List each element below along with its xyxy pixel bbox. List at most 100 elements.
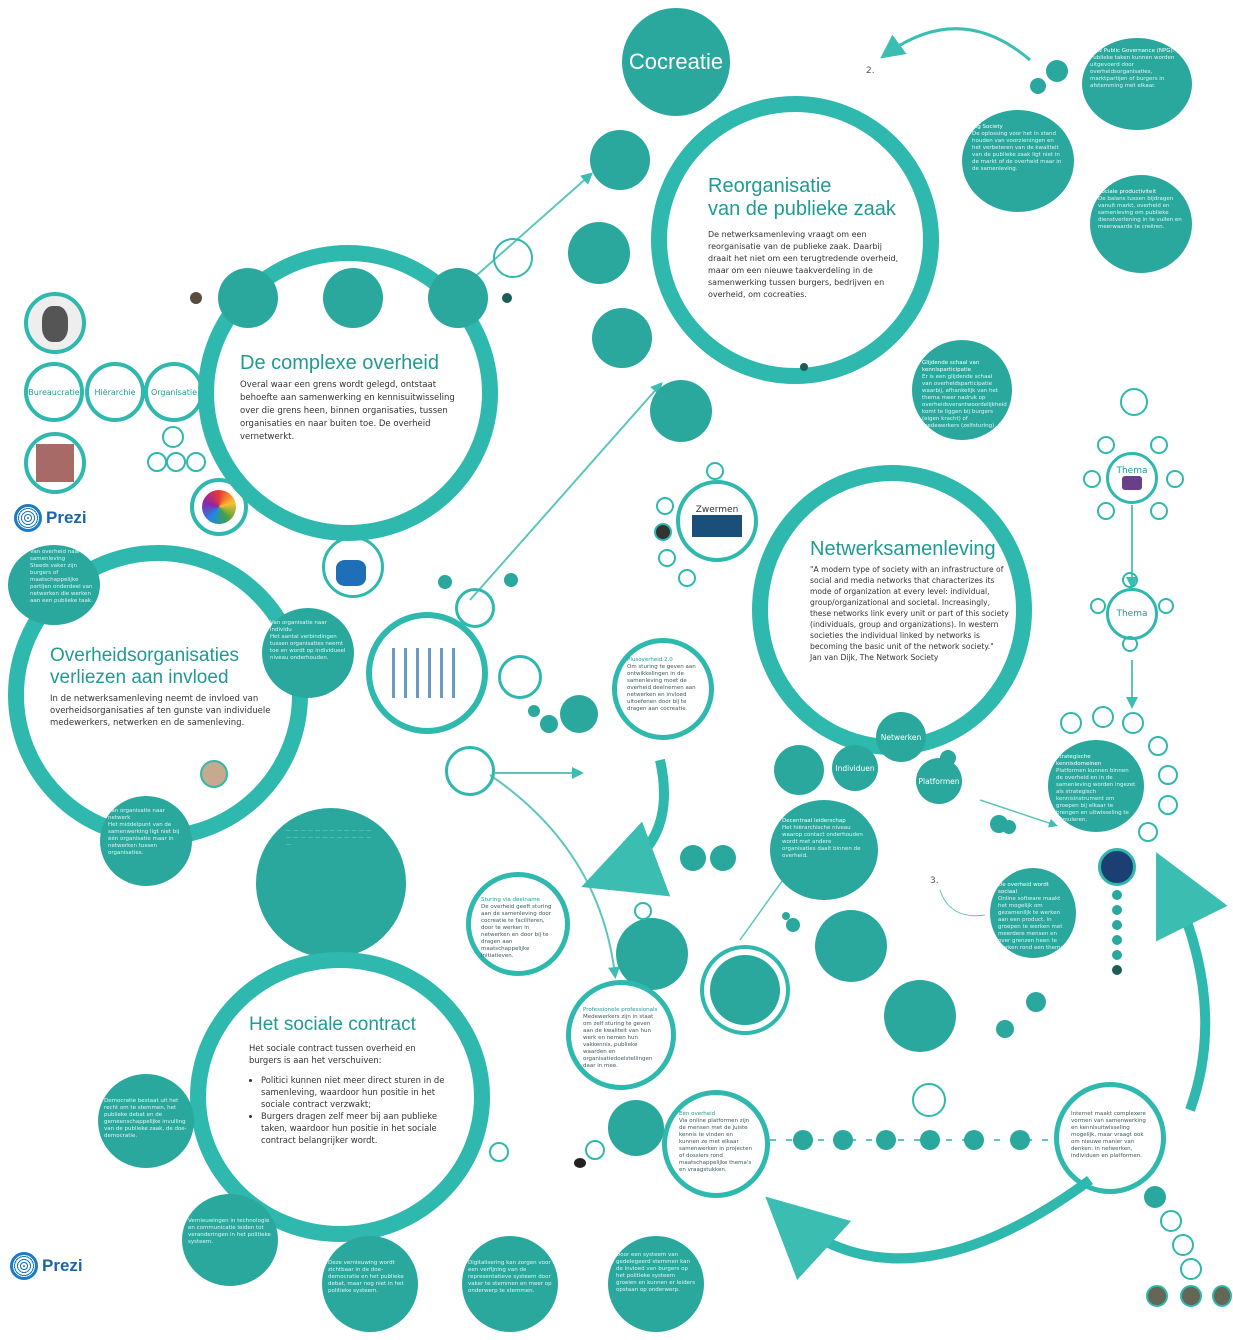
small-ring[interactable] [162,426,184,448]
small-node[interactable] [782,912,790,920]
portrait-circle[interactable] [24,292,86,354]
avatar[interactable] [1146,1285,1168,1307]
organisatie-circle[interactable]: Organisatie [144,362,204,422]
small-node[interactable] [710,845,736,871]
internet-circle[interactable]: Internet maakt complexere vormen van sam… [1054,1082,1166,1194]
small-ring[interactable] [1172,1234,1194,1256]
small-node[interactable] [1026,992,1046,1012]
small-ring[interactable] [1122,712,1144,734]
small-ring[interactable] [1148,736,1168,756]
small-node[interactable] [540,715,558,733]
zwermen-circle[interactable]: Zwermen [676,480,758,562]
small-node[interactable] [786,918,800,932]
small-ring[interactable] [498,655,542,699]
avatar[interactable] [1180,1285,1202,1307]
individuen-bubble[interactable]: Individuen [832,745,878,791]
thema-circle-top[interactable]: Thema [1106,452,1158,504]
dark-icon-circle[interactable] [1098,848,1136,886]
person-photo-circle[interactable] [200,760,228,788]
small-ring[interactable] [493,238,533,278]
small-node[interactable] [1112,890,1122,900]
reorganisatie-dot[interactable] [800,363,808,371]
small-ring[interactable] [489,1142,509,1162]
small-ring[interactable] [1180,1258,1202,1280]
node-disc[interactable] [815,910,887,982]
prezi-logo-top[interactable]: Prezi [14,504,87,532]
node-disc[interactable] [1144,1186,1166,1208]
strategische-bubble[interactable]: Strategische kennisdomeinen Platformen k… [1048,740,1144,832]
row-node[interactable] [964,1130,984,1150]
small-node[interactable] [574,1158,586,1168]
node-disc[interactable] [590,130,650,190]
small-node[interactable] [1002,820,1016,834]
node-disc[interactable] [560,695,598,733]
row-node[interactable] [793,1130,813,1150]
small-node[interactable] [1112,905,1122,915]
zichtbaar-bubble[interactable]: Deze vernieuwing wordt zichtbaar in de d… [322,1236,418,1332]
small-ring[interactable] [1090,598,1106,614]
small-node[interactable] [680,845,706,871]
small-ring[interactable] [634,902,652,920]
small-ring[interactable] [1097,502,1115,520]
node-disc[interactable] [323,268,383,328]
row-node[interactable] [833,1130,853,1150]
npg-bubble[interactable]: New Public Governance (NPG): Publieke ta… [1082,38,1192,130]
gedelegeerd-bubble[interactable]: Door een systeem van gedelegeerd stemmen… [608,1236,704,1332]
plusoverheid-circle[interactable]: Plusoverheid 2.0 Om sturing te geven aan… [612,638,714,740]
cocreatie-bubble[interactable]: Cocreatie [622,8,730,116]
van-overheid-bubble[interactable]: Van overheid naar samenleving Steeds vak… [8,545,100,625]
small-node[interactable] [1112,950,1122,960]
node-disc[interactable] [428,268,488,328]
node-disc[interactable] [650,380,712,442]
small-ring[interactable] [186,452,206,472]
small-node[interactable] [996,1020,1014,1038]
glijdende-schaal-bubble[interactable]: Glijdende schaal van kennisparticipatie … [912,340,1012,440]
small-node[interactable] [1030,78,1046,94]
small-ring[interactable] [1166,470,1184,488]
node-ring[interactable] [700,945,790,1035]
small-node[interactable] [940,750,956,766]
sturing-circle[interactable]: Sturing via deelname De overheid geeft s… [466,872,570,976]
small-ring[interactable] [166,452,186,472]
small-ring[interactable] [1138,822,1158,842]
small-ring[interactable] [1160,1210,1182,1232]
small-ring[interactable] [654,523,672,541]
van-organisatie-individu-bubble[interactable]: Van organisatie naar individu Het aantal… [262,608,354,698]
vernieuwing-bubble[interactable]: Vernieuwingen in technologie en communic… [182,1194,278,1286]
small-ring[interactable] [656,497,674,515]
thema-circle-bottom[interactable]: Thema [1106,588,1158,640]
small-node[interactable] [1112,935,1122,945]
node-disc[interactable] [608,1100,664,1156]
online-bubble[interactable]: De overheid wordt sociaal Online softwar… [990,868,1076,958]
row-node[interactable] [1010,1130,1030,1150]
color-wheel-circle[interactable] [190,478,248,536]
small-node[interactable] [190,292,202,304]
small-ring[interactable] [445,746,495,796]
van-organisatie-netwerk-bubble[interactable]: Van organisatie naar netwerk Het middelp… [100,796,192,886]
map-circle[interactable] [322,536,384,598]
small-ring[interactable] [1097,436,1115,454]
small-node[interactable] [1046,60,1068,82]
hierarchie-circle[interactable]: Hiërarchie [85,362,145,422]
small-ring[interactable] [1122,572,1138,588]
small-ring[interactable] [658,549,676,567]
big-society-bubble[interactable]: Big Society De oplossing voor het in sta… [962,110,1074,212]
small-ring[interactable] [1060,712,1082,734]
small-ring[interactable] [455,588,495,628]
small-node[interactable] [1112,920,1122,930]
small-node[interactable] [504,573,518,587]
bureaucratie-circle[interactable]: Bureaucratie [24,362,84,422]
small-ring[interactable] [585,1140,605,1160]
professionals-circle[interactable]: Professionele professionals Medewerkers … [566,980,676,1090]
small-ring[interactable] [1150,502,1168,520]
small-node[interactable] [438,575,452,589]
netwerken-bubble[interactable]: Netwerken [876,712,926,762]
people-network-circle[interactable] [366,612,488,734]
small-node[interactable] [502,293,512,303]
row-node[interactable] [876,1130,896,1150]
small-node[interactable] [1112,965,1122,975]
een-overheid-circle[interactable]: Eén overheid Via online platformen zijn … [662,1090,770,1198]
small-ring[interactable] [706,462,724,480]
dark-disc-top[interactable]: — — — — — — — — — — — — — — — — — — — — … [256,808,406,958]
small-ring[interactable] [1092,706,1114,728]
